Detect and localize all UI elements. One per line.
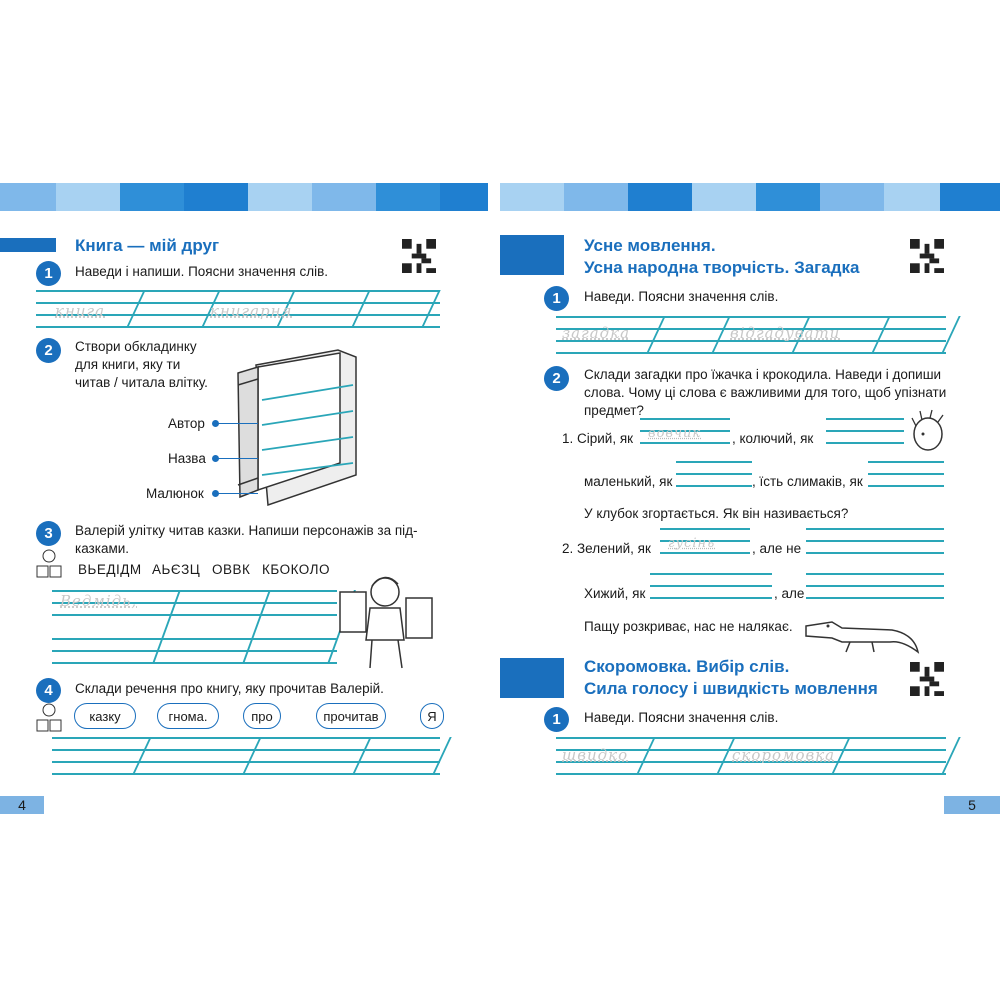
writing-lines-section-2[interactable] xyxy=(556,737,961,775)
book-cover-illustration[interactable] xyxy=(228,345,363,515)
right-page-title: Усне мовлення. Усна народна творчість. З… xyxy=(584,236,860,277)
pointer-line-author xyxy=(218,423,258,424)
section-2-task-number-1: 1 xyxy=(544,707,569,732)
task-number-3: 3 xyxy=(36,521,61,546)
riddle-2-part-b: , але не xyxy=(752,541,802,556)
puzzle-blocks-icon xyxy=(36,549,62,578)
crocodile-icon xyxy=(805,621,920,654)
label-author: Автор xyxy=(168,416,205,431)
blank-riddle-2b[interactable] xyxy=(806,528,944,554)
writing-lines-task-3[interactable] xyxy=(52,590,356,664)
task-3-instruction: Валерій улітку читав казки. Напиши персо… xyxy=(75,523,418,556)
blank-riddle-2c[interactable] xyxy=(650,573,772,599)
scrambled-word-4: КБОКОЛО xyxy=(262,562,330,577)
right-task-2-instruction: Склади загадки про їжачка і крокодила. Н… xyxy=(584,367,947,418)
blank-riddle-1b[interactable] xyxy=(826,418,904,444)
pointer-dot-picture xyxy=(212,490,219,497)
riddle-1-part-c: маленький, як xyxy=(584,474,673,489)
section-2-title: Скоромовка. Вибір слів. Сила голосу і шв… xyxy=(584,657,878,698)
section-2-task-1-instruction: Наведи. Поясни значення слів. xyxy=(584,710,779,725)
pointer-dot-author xyxy=(212,420,219,427)
left-title-bar xyxy=(0,238,56,252)
blank-riddle-1c[interactable] xyxy=(676,461,752,487)
task-number-4: 4 xyxy=(36,678,61,703)
ghost-word-skoromovka: скоромовка xyxy=(732,746,836,764)
word-bubble-prochytav[interactable]: прочитав xyxy=(316,703,386,729)
writing-lines-task-4[interactable] xyxy=(52,737,452,775)
ghost-word-zagadka: загадка xyxy=(562,324,631,342)
riddle-1-part-a: 1. Сірий, як xyxy=(562,431,634,446)
riddle-2-part-c: Хижий, як xyxy=(584,586,646,601)
riddle-1-part-b: , колючий, як xyxy=(732,431,814,446)
pointer-line-picture xyxy=(218,493,258,494)
page-number-right: 5 xyxy=(944,796,1000,814)
pointer-line-title xyxy=(218,458,258,459)
task-number-2: 2 xyxy=(36,338,61,363)
word-bubble-gnoma[interactable]: гнома. xyxy=(157,703,219,729)
blank-riddle-2d[interactable] xyxy=(806,573,944,599)
word-bubble-ya[interactable]: Я xyxy=(420,703,444,729)
ghost-word-riddle-1a: вовчик xyxy=(648,426,702,441)
ghost-word-vedmid: Ведмідь, xyxy=(60,592,138,610)
left-page-title: Книга — мій друг xyxy=(75,236,220,255)
riddle-1-question: У клубок згортається. Як він називається… xyxy=(584,506,849,521)
task-number-1: 1 xyxy=(36,261,61,286)
writing-lines-task-1[interactable] xyxy=(36,290,441,328)
blank-riddle-1d[interactable] xyxy=(868,461,944,487)
qr-code-icon-3[interactable] xyxy=(910,662,944,696)
blank-riddle-1a[interactable] xyxy=(640,418,730,444)
ghost-word-shvydko: швидко xyxy=(562,746,629,764)
puzzle-blocks-icon-2 xyxy=(36,703,62,732)
riddle-1-part-d: , їсть слимаків, як xyxy=(752,474,863,489)
top-stripe-left xyxy=(0,183,488,211)
ghost-word-riddle-2a: гусінь xyxy=(668,536,716,551)
label-picture: Малюнок xyxy=(146,486,204,501)
word-bubble-kazku[interactable]: казку xyxy=(74,703,136,729)
riddle-2-part-d: , але xyxy=(774,586,805,601)
scrambled-word-2: АЬЄЗЦ xyxy=(152,562,201,577)
right-title-bar xyxy=(500,235,564,275)
task-4-instruction: Склади речення про книгу, яку прочитав В… xyxy=(75,681,384,696)
label-title: Назва xyxy=(168,451,206,466)
qr-code-icon[interactable] xyxy=(402,239,436,273)
ghost-word-vidhaduvaty: відгадувати xyxy=(730,324,841,342)
scrambled-word-1: ВЬЕДІДМ xyxy=(78,562,142,577)
ghost-word-kniga: книга xyxy=(55,302,106,320)
right-task-1-instruction: Наведи. Поясни значення слів. xyxy=(584,289,779,304)
blank-riddle-2a[interactable] xyxy=(660,528,750,554)
hedgehog-icon xyxy=(911,409,944,451)
right-task-number-2: 2 xyxy=(544,366,569,391)
pointer-dot-title xyxy=(212,455,219,462)
task-1-instruction: Наведи і напиши. Поясни значення слів. xyxy=(75,264,329,279)
word-bubble-pro[interactable]: про xyxy=(243,703,281,729)
riddle-2-last-line: Пащу розкриває, нас не налякає. xyxy=(584,619,793,634)
top-stripe-right xyxy=(500,183,1000,211)
scrambled-word-3: ОВВК xyxy=(212,562,251,577)
writing-lines-right-task-1[interactable] xyxy=(556,316,961,354)
riddle-2-part-a: 2. Зелений, як xyxy=(562,541,651,556)
page-number-left: 4 xyxy=(0,796,44,814)
ghost-word-knyharnia: книгарня xyxy=(210,302,293,320)
boy-illustration xyxy=(339,576,433,669)
section-2-title-bar xyxy=(500,658,564,698)
qr-code-icon-2[interactable] xyxy=(910,239,944,273)
task-2-instruction: Створи обкладинку для книги, яку ти чита… xyxy=(75,339,208,390)
right-task-number-1: 1 xyxy=(544,286,569,311)
